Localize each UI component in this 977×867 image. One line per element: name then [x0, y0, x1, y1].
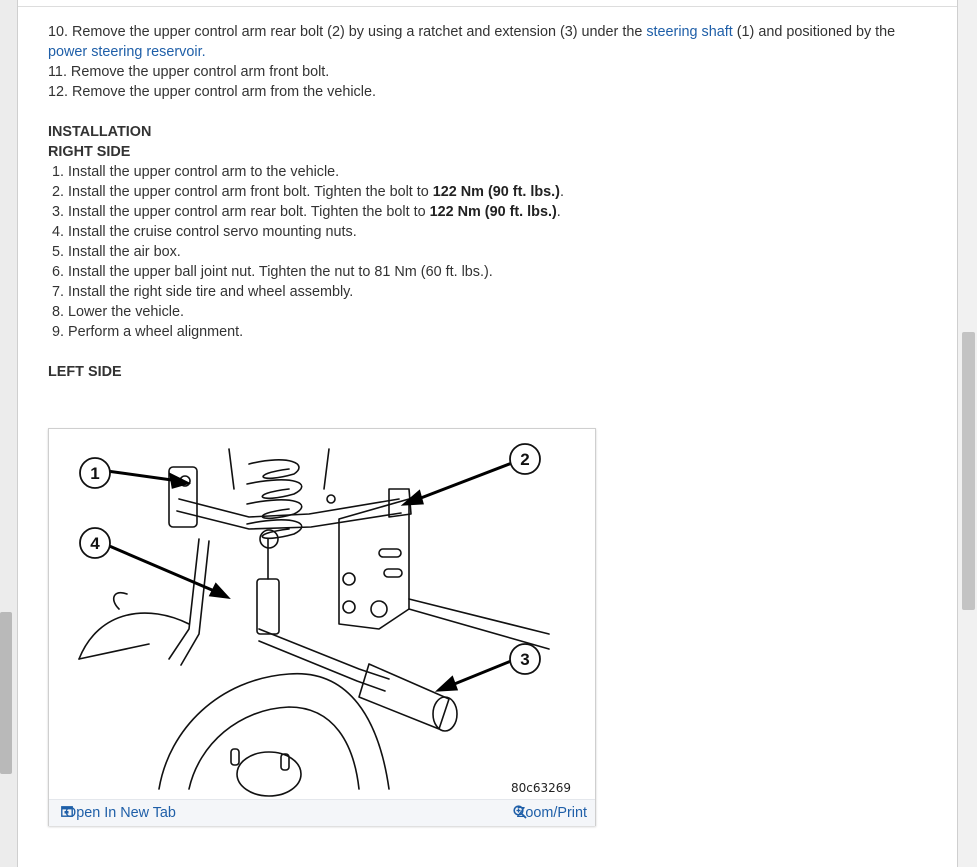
install-step-5: 5. Install the air box.	[52, 244, 181, 260]
callout-4: 4	[90, 534, 100, 553]
callout-2: 2	[520, 450, 529, 469]
figure-code: 80c63269	[511, 781, 572, 795]
control-arm-figure: 1 2 3 4 80c63269 Open In New Tab Zoom/Pr…	[48, 428, 596, 826]
right-side-steps: 1. Install the upper control arm to the …	[48, 162, 928, 342]
install-step-7: 7. Install the right side tire and wheel…	[52, 284, 354, 300]
article-content: 10. Remove the upper control arm rear bo…	[48, 22, 928, 382]
left-side-heading: LEFT SIDE	[48, 364, 122, 380]
left-scrollbar[interactable]	[0, 612, 12, 774]
step-12: 12. Remove the upper control arm from th…	[48, 84, 376, 100]
callout-1: 1	[90, 464, 99, 483]
install-step-8: 8. Lower the vehicle.	[52, 304, 184, 320]
step-10: 10. Remove the upper control arm rear bo…	[48, 22, 928, 62]
zoom-print-label: Zoom/Print	[516, 805, 587, 821]
install-step-2-text: 2. Install the upper control arm front b…	[52, 184, 433, 200]
install-step-2: 2. Install the upper control arm front b…	[48, 182, 928, 202]
install-step-4: 4. Install the cruise control servo moun…	[52, 224, 357, 240]
steering-shaft-link[interactable]: steering shaft	[646, 24, 733, 40]
install-step-6: 6. Install the upper ball joint nut. Tig…	[52, 264, 493, 280]
suspension-diagram: 1 2 3 4	[78, 443, 550, 797]
install-step-3-end: .	[556, 204, 561, 220]
install-step-9: 9. Perform a wheel alignment.	[52, 324, 244, 340]
right-scrollbar-thumb[interactable]	[962, 332, 975, 610]
step-11: 11. Remove the upper control arm front b…	[48, 64, 330, 80]
install-step-2-torque: 122 Nm (90 ft. lbs.)	[432, 184, 560, 200]
install-step-3-torque: 122 Nm (90 ft. lbs.)	[429, 204, 557, 220]
panel-top-border	[18, 0, 957, 7]
open-in-new-tab-link[interactable]: Open In New Tab	[61, 805, 176, 821]
installation-heading: INSTALLATION	[48, 124, 152, 140]
step-10-text: 10. Remove the upper control arm rear bo…	[48, 24, 647, 40]
install-step-3: 3. Install the upper control arm rear bo…	[48, 202, 928, 222]
open-in-new-tab-label: Open In New Tab	[65, 805, 176, 821]
callout-3: 3	[520, 650, 529, 669]
install-step-1: 1. Install the upper control arm to the …	[52, 164, 340, 180]
right-side-heading: RIGHT SIDE	[48, 144, 131, 160]
power-steering-reservoir-link[interactable]: power steering reservoir.	[48, 44, 206, 60]
zoom-print-link[interactable]: Zoom/Print	[513, 805, 587, 821]
install-step-2-end: .	[559, 184, 564, 200]
install-step-3-text: 3. Install the upper control arm rear bo…	[52, 204, 430, 220]
figure-toolbar: Open In New Tab Zoom/Print	[49, 799, 595, 826]
step-10-text-2: (1) and positioned by the	[732, 24, 896, 40]
